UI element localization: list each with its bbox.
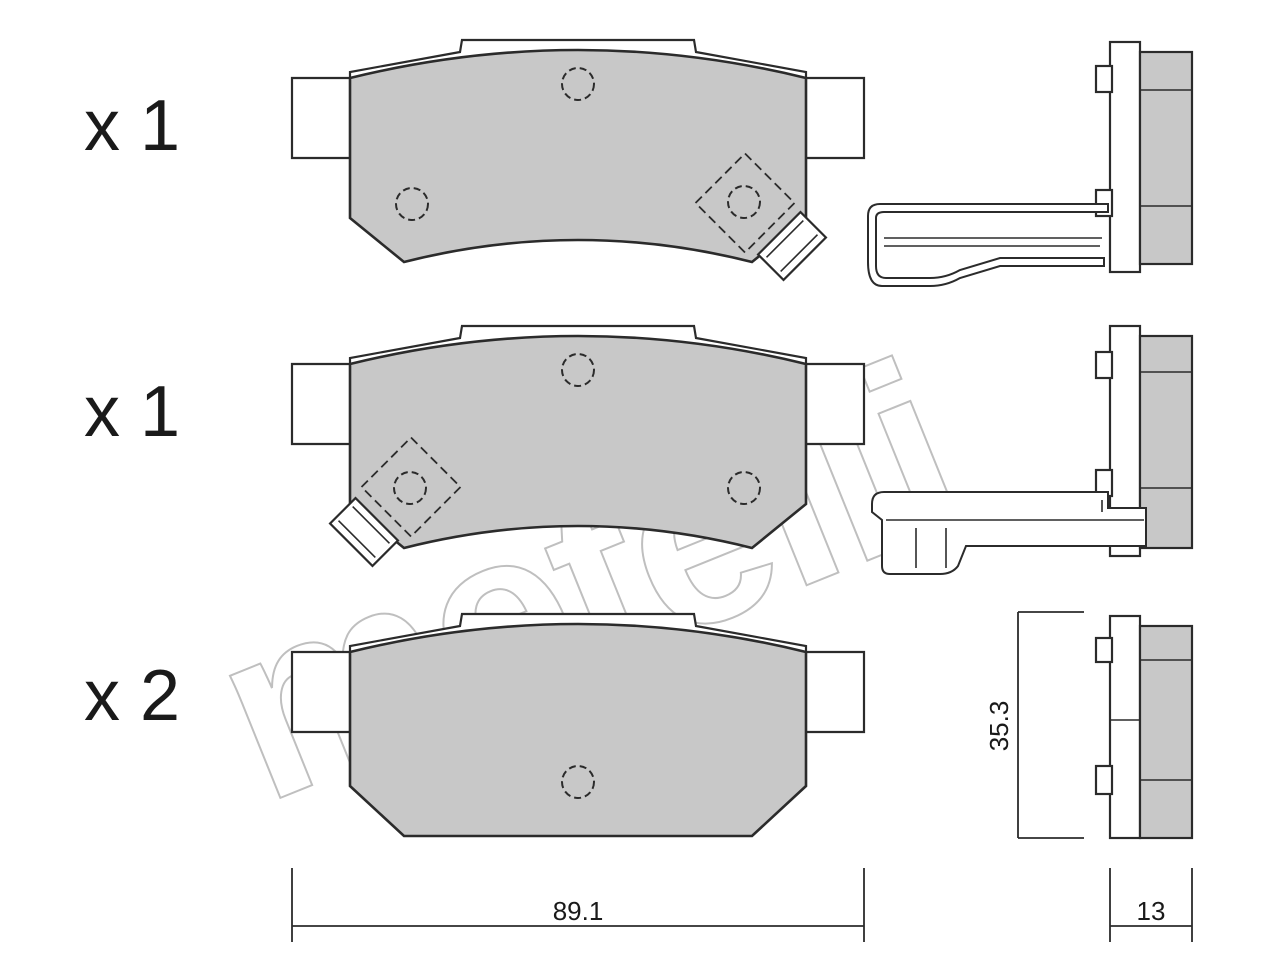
pad-2-friction-lining — [348, 334, 808, 550]
pad-3-friction-lining — [348, 622, 808, 838]
pad-2-hole-right — [727, 471, 761, 505]
pad-2-sensor-outline — [360, 436, 462, 538]
pad-1-wear-sensor — [756, 210, 828, 282]
pad-1-side-plate — [1108, 40, 1142, 274]
width-dimension: 89.1 — [291, 868, 865, 942]
pad-1-hole-top — [561, 67, 595, 101]
quantity-label-pad-1: x 1 — [84, 86, 180, 166]
thickness-dimension-label: 13 — [1137, 896, 1166, 926]
pad-3-side-lining — [1138, 624, 1194, 840]
pad-1-front-view — [290, 38, 866, 282]
pad-2-hole-left — [393, 471, 427, 505]
pad-1-clip — [867, 203, 1109, 287]
width-dimension-label: 89.1 — [553, 896, 604, 926]
pad-2-wear-sensor — [328, 496, 400, 568]
height-dimension-label: 35.3 — [984, 701, 1014, 752]
pad-2-hole-top — [561, 353, 595, 387]
pad-1-hole-left — [395, 187, 429, 221]
pad-3-side-plate — [1108, 614, 1142, 840]
thickness-dimension: 13 — [1109, 868, 1193, 942]
pad-3-hole-bottom — [561, 765, 595, 799]
pad-3-side-tab-bottom — [1094, 764, 1114, 796]
pad-2-side-lining — [1138, 334, 1194, 550]
pad-1-side-view — [867, 40, 1194, 287]
quantity-label-pad-2: x 1 — [84, 372, 180, 452]
pad-3-side-view — [1094, 614, 1194, 840]
pad-1-hole-right — [727, 185, 761, 219]
height-dimension: 35.3 — [984, 611, 1084, 839]
pad-1-side-tab-top — [1094, 64, 1114, 94]
pad-3-side-tab-top — [1094, 636, 1114, 664]
quantity-label-pad-3: x 2 — [84, 656, 180, 736]
pad-2-side-tab-top — [1094, 350, 1114, 380]
pad-1-sensor-outline — [694, 152, 796, 254]
pad-1-side-lining — [1138, 50, 1194, 266]
pad-3-front-view — [290, 612, 866, 838]
pad-2-clip — [871, 491, 1147, 575]
pad-2-front-view — [290, 324, 866, 568]
pad-1-friction-lining — [348, 48, 808, 264]
pad-2-side-view — [871, 324, 1194, 575]
